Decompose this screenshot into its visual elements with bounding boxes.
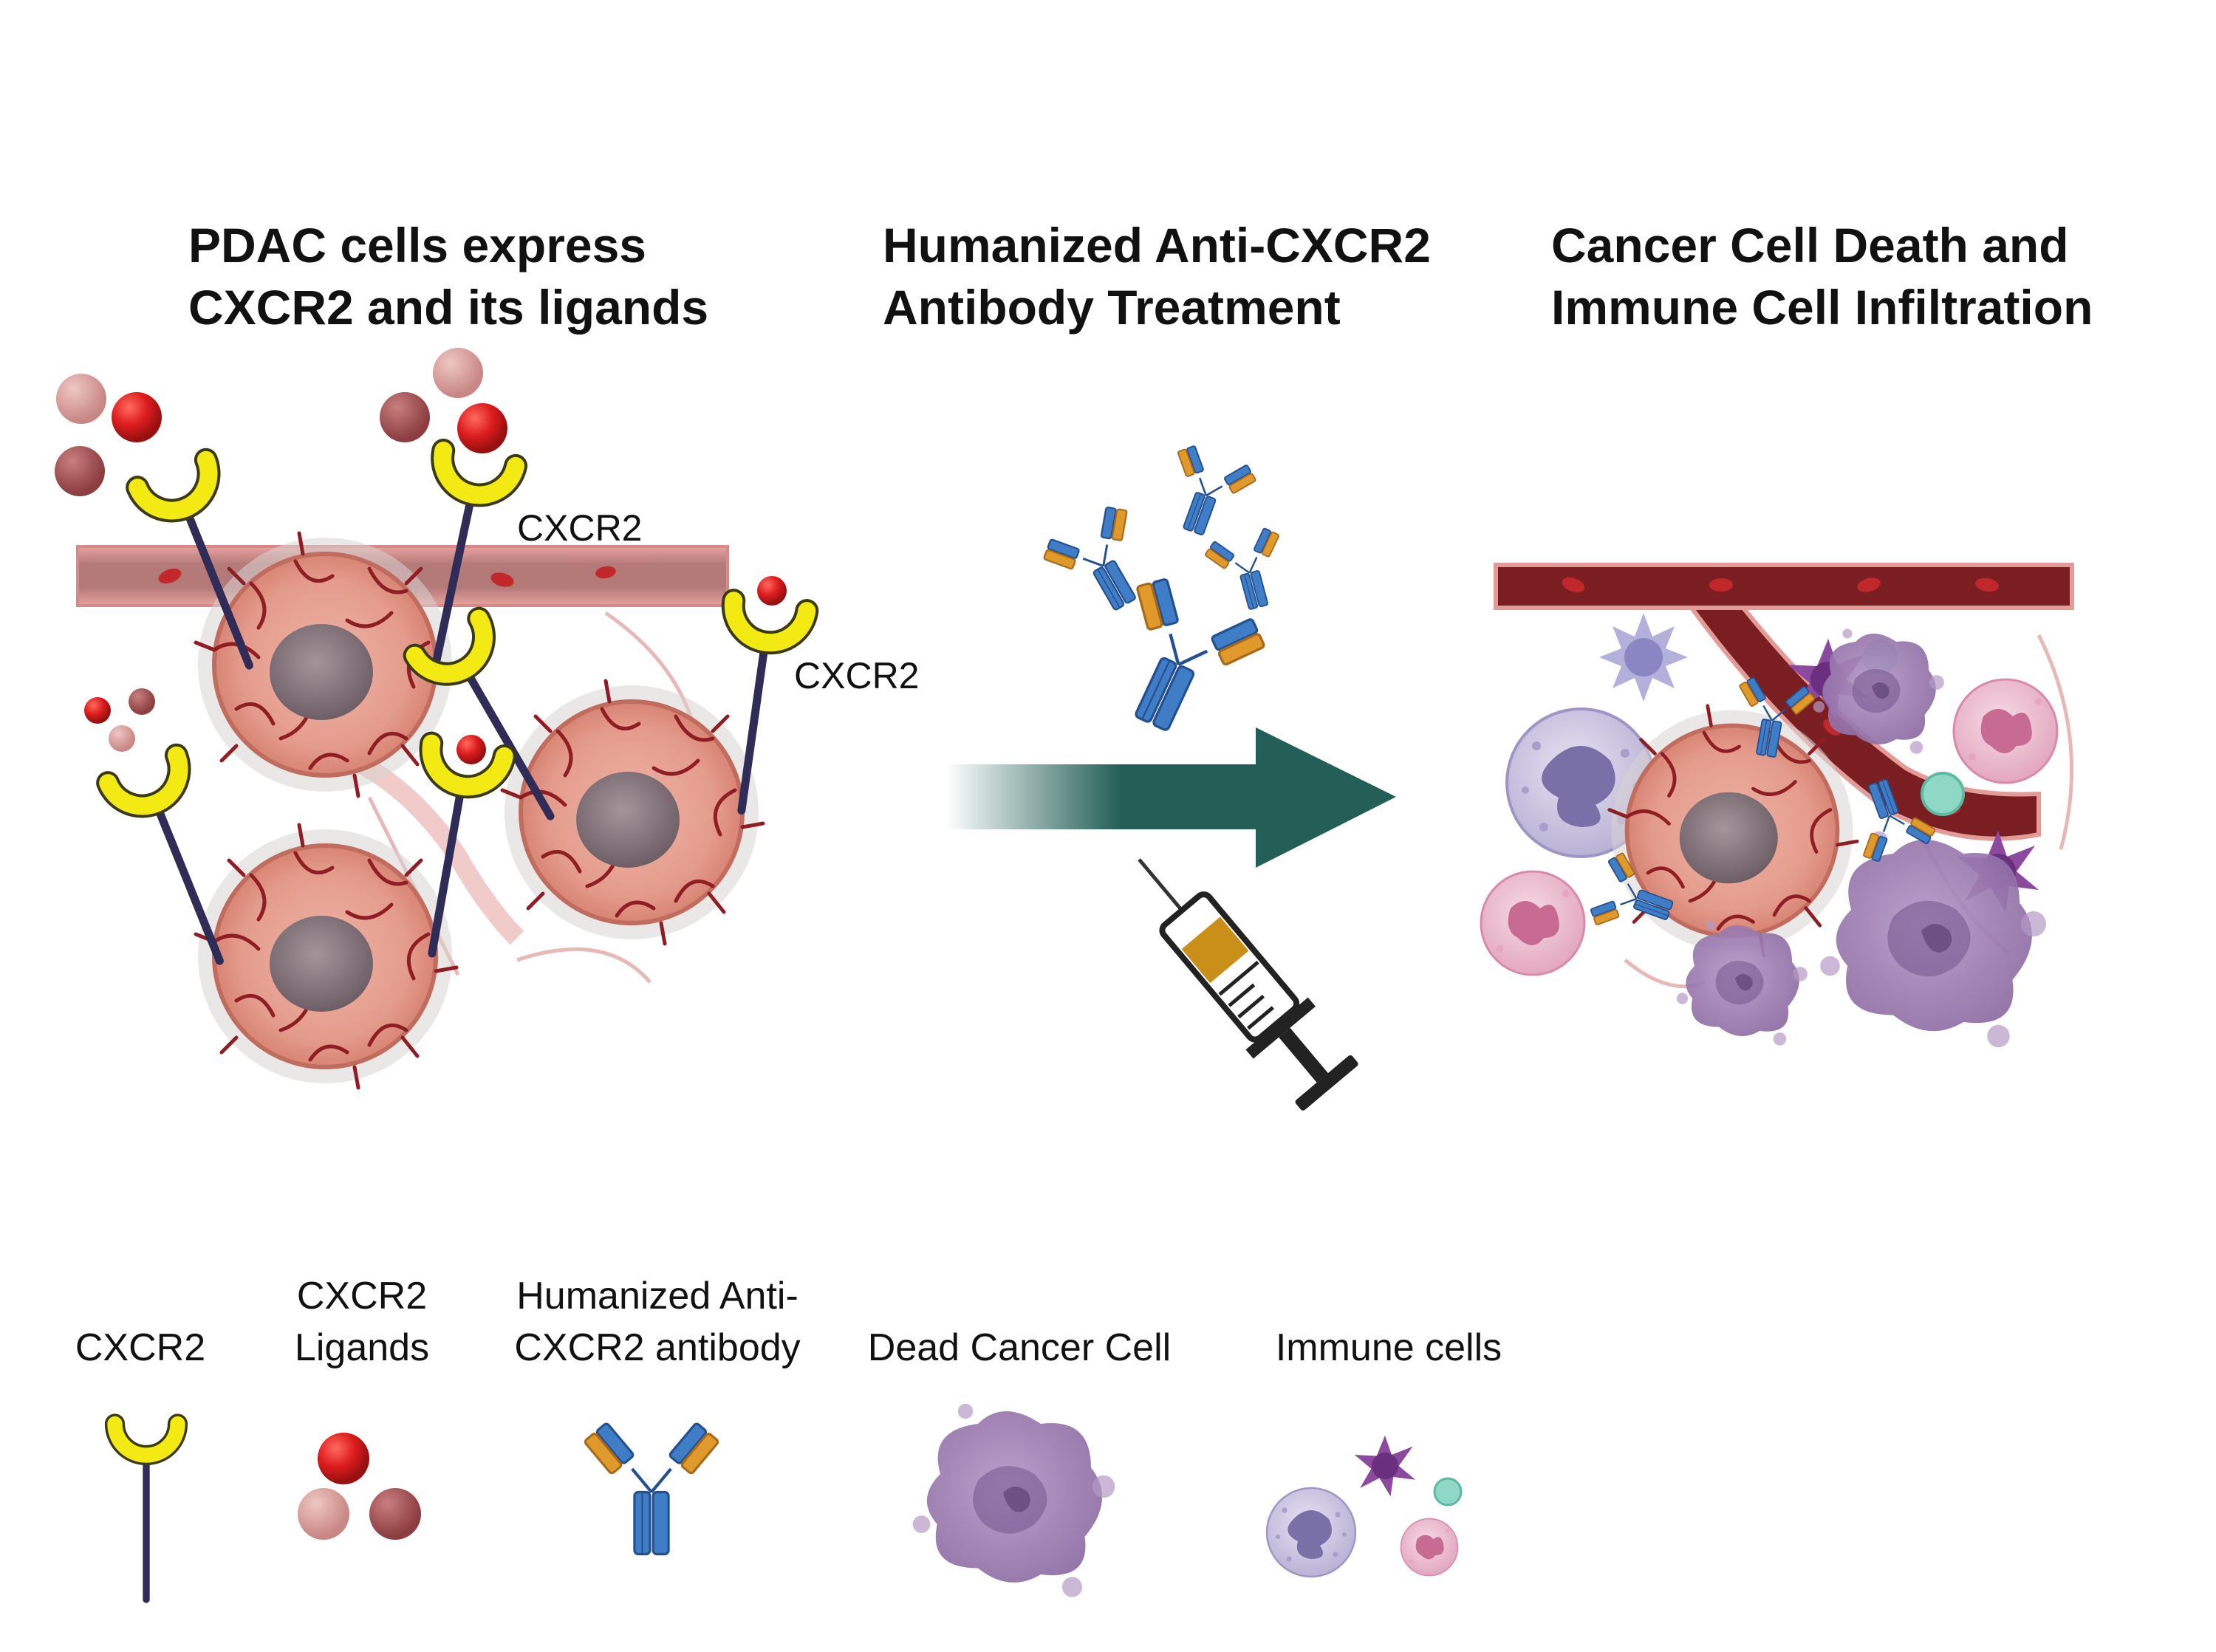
middle-panel-illustration [945,439,1396,1111]
immune-cell-teal-2 [1921,772,1965,816]
receptor-label-2: CXCR2 [794,655,920,696]
right-title-line-1: Cancer Cell Death and [1551,218,2069,273]
right-title-line-2: Immune Cell Infiltration [1551,280,2093,335]
legend-ligands-line-1: CXCR2 [296,1275,428,1317]
antibody-3 [1201,524,1297,618]
legend-item-dead-cell: Dead Cancer Cell [842,1322,1197,1374]
cancer-cell-3 [196,825,456,1088]
cancer-cell-2 [502,681,763,944]
syringe-icon [1138,858,1358,1111]
left-title-line-1: PDAC cells express [188,218,647,273]
legend-antibody-line-2: CXCR2 antibody [514,1326,801,1369]
legend-item-ligands: CXCR2 Ligands [273,1270,451,1374]
left-title-line-2: CXCR2 and its ligands [188,280,709,335]
ligand-cluster-3 [84,688,155,752]
legend-dead-cell-icon [912,1403,1115,1597]
legend-antibody-icon [584,1422,719,1554]
ligand-cluster-2 [380,348,507,453]
ligand-cluster-1 [55,374,162,496]
legend-dead-cell-label: Dead Cancer Cell [867,1326,1172,1369]
right-panel-title: Cancer Cell Death and Immune Cell Infilt… [1551,214,2093,338]
small-vessel [350,752,524,945]
legend-immune-cells-icon [1265,1435,1463,1578]
middle-title-line-1: Humanized Anti-CXCR2 [883,218,1431,273]
legend-item-cxcr2: CXCR2 [66,1322,214,1374]
left-panel-title: PDAC cells express CXCR2 and its ligands [188,214,708,338]
immune-cell-pink-1 [1952,678,2059,784]
legend-item-antibody: Humanized Anti- CXCR2 antibody [488,1270,827,1374]
immune-cell-pink-2 [1480,870,1586,976]
legend-receptor-icon [115,1424,178,1600]
receptor-label-1: CXCR2 [517,507,643,549]
left-panel-illustration [55,348,807,1088]
antibody-2 [1152,439,1262,547]
ligand-single-1 [757,576,787,606]
treatment-arrow [945,727,1396,868]
middle-title-line-2: Antibody Treatment [883,280,1341,335]
legend-cxcr2-label: CXCR2 [75,1326,206,1369]
legend-ligand-spheres-icon [298,1433,421,1540]
right-panel-illustration [1480,563,2074,1048]
legend-ligands-line-2: Ligands [294,1326,430,1369]
legend-icons [115,1403,1463,1600]
ligand-single-2 [456,735,486,764]
cancer-cell-right [1610,706,1857,956]
immune-cell-spiky [1599,613,1688,702]
legend-antibody-line-1: Humanized Anti- [516,1275,798,1317]
legend-item-immune-cells: Immune cells [1241,1322,1536,1374]
middle-panel-title: Humanized Anti-CXCR2 Antibody Treatment [883,214,1431,338]
legend-immune-cells-label: Immune cells [1275,1326,1502,1369]
blood-vessel-right [1494,563,2074,841]
